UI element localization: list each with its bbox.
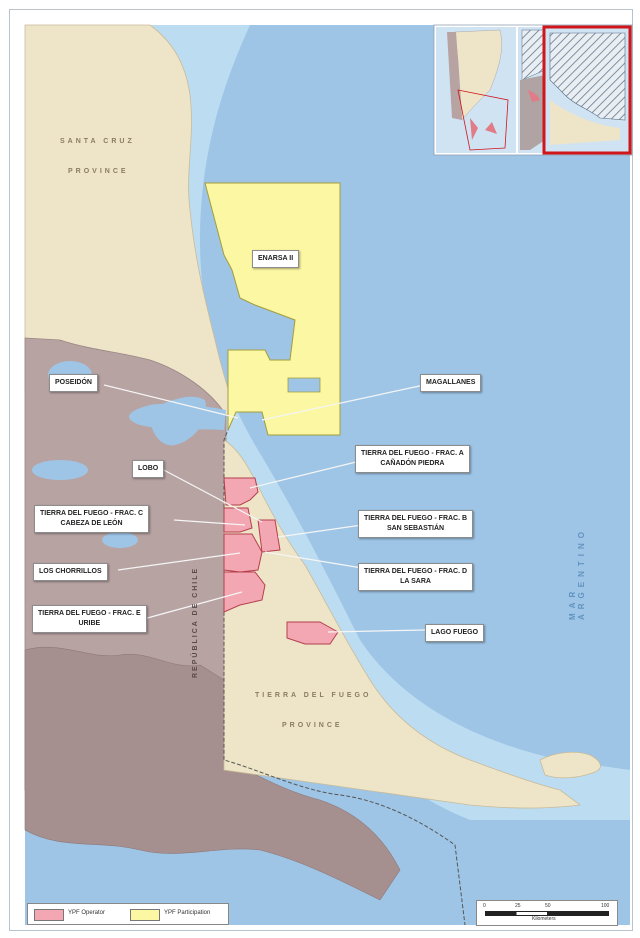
label-magallanes[interactable]: MAGALLANES xyxy=(420,374,482,392)
label-frac-d[interactable]: TIERRA DEL FUEGO - FRAC. D LA SARA xyxy=(358,563,474,591)
block-enarsa-ii[interactable] xyxy=(204,182,341,436)
region-label-tierra-del-fuego: TIERRA DEL FUEGO xyxy=(255,692,372,699)
scale-tick-100: 100 xyxy=(601,903,610,909)
block-enarsa-notch xyxy=(287,377,321,393)
label-lago-fuego[interactable]: LAGO FUEGO xyxy=(425,624,485,642)
label-frac-c[interactable]: TIERRA DEL FUEGO - FRAC. C CABEZA DE LEÓ… xyxy=(34,505,150,533)
region-label-tierra-del-fuego-province: PROVINCE xyxy=(282,722,343,729)
map-legend: YPF Operator YPF Participation xyxy=(27,903,229,925)
bay-water xyxy=(149,396,206,446)
scale-tick-0: 0 xyxy=(483,903,486,909)
label-poseidon[interactable]: POSEIDÓN xyxy=(49,374,98,392)
block-frac-b[interactable] xyxy=(257,519,281,553)
block-lago-fuego[interactable] xyxy=(286,621,339,645)
legend-swatch-participation xyxy=(130,909,160,921)
scale-tick-25: 25 xyxy=(515,903,521,909)
label-lobo[interactable]: LOBO xyxy=(132,460,165,478)
inset-locator xyxy=(433,24,633,156)
lake-water-3 xyxy=(102,532,138,548)
label-frac-b[interactable]: TIERRA DEL FUEGO - FRAC. B SAN SEBASTIÁN xyxy=(358,510,474,538)
scale-bar-graphic xyxy=(485,911,609,916)
region-label-santa-cruz-province: PROVINCE xyxy=(68,168,129,175)
chile-islands xyxy=(24,646,401,901)
label-enarsa-ii[interactable]: ENARSA II xyxy=(252,250,300,268)
region-label-santa-cruz: SANTA CRUZ xyxy=(60,138,135,145)
scale-bar: 0 25 50 100 Kilometers xyxy=(476,900,618,926)
lake-water-2 xyxy=(32,460,88,480)
leader-lines xyxy=(103,384,426,633)
label-frac-a[interactable]: TIERRA DEL FUEGO - FRAC. A CAÑADÓN PIEDR… xyxy=(355,445,470,473)
block-frac-a[interactable] xyxy=(223,477,259,506)
legend-label-participation: YPF Participation xyxy=(164,910,211,916)
scale-tick-50: 50 xyxy=(545,903,551,909)
label-los-chorrillos[interactable]: LOS CHORRILLOS xyxy=(33,563,108,581)
isla-de-los-estados xyxy=(539,751,601,779)
block-frac-e[interactable] xyxy=(223,571,266,613)
legend-swatch-operator xyxy=(34,909,64,921)
tierra-del-fuego-land xyxy=(223,439,582,809)
international-border xyxy=(223,409,466,926)
label-frac-e[interactable]: TIERRA DEL FUEGO - FRAC. E URIBE xyxy=(32,605,147,633)
scale-unit: Kilometers xyxy=(532,916,556,922)
block-los-chorrillos[interactable] xyxy=(223,533,263,573)
region-label-chile: REPÚBLICA DE CHILE xyxy=(192,566,199,678)
legend-label-operator: YPF Operator xyxy=(68,910,106,916)
block-frac-c[interactable] xyxy=(223,507,253,533)
sea-label-mar-argentino: MAR ARGENTINO xyxy=(568,527,586,620)
